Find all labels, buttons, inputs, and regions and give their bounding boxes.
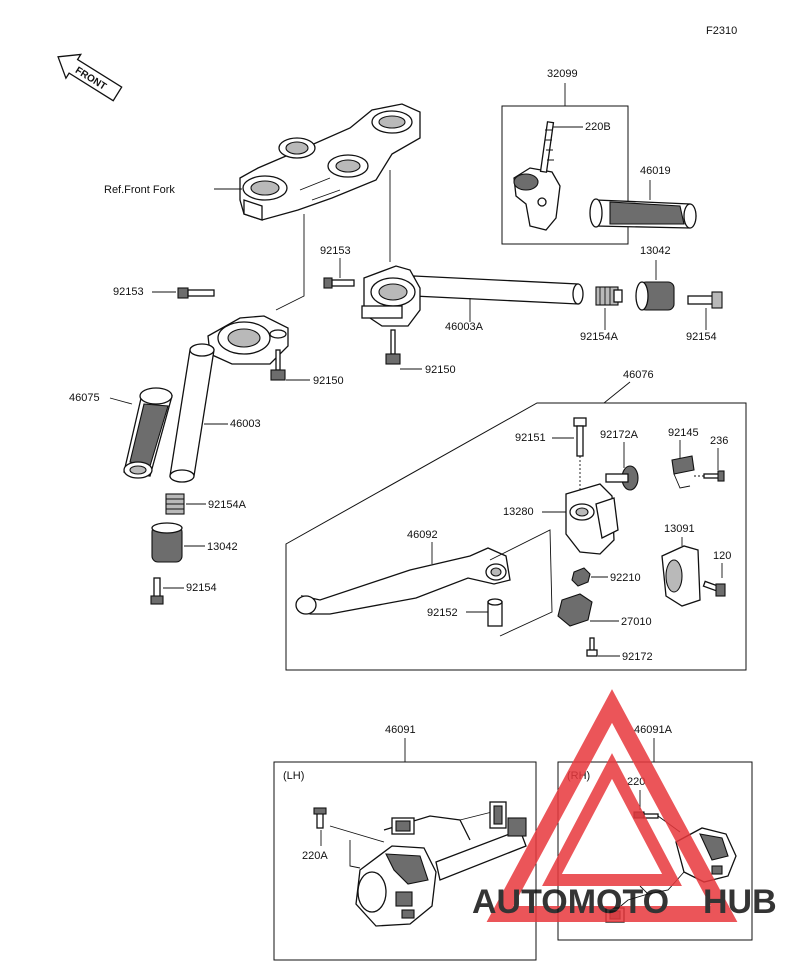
front-arrow-icon: FRONT	[57, 53, 123, 102]
adjuster-92172A	[605, 465, 639, 491]
part-label-92145: 92145	[668, 427, 699, 439]
grip-left-46075	[123, 387, 173, 479]
part-label-92154A-left: 92154A	[208, 499, 247, 511]
nut-92210	[571, 567, 591, 587]
part-label-92172A: 92172A	[600, 429, 639, 441]
screw-92172	[586, 637, 598, 657]
bolt-92154-left	[150, 577, 164, 605]
part-label-92153-right: 92153	[320, 245, 351, 257]
part-label-92154-right: 92154	[686, 331, 717, 343]
part-label-236: 236	[710, 435, 728, 447]
switch-27010	[557, 593, 593, 627]
watermark-text-hub: HUB	[703, 883, 777, 921]
upper-triple-clamp	[239, 103, 421, 221]
pin-92152	[487, 598, 503, 627]
clamp-32099	[513, 121, 561, 231]
box-rh-switch	[557, 761, 753, 941]
bolt-92150-left	[270, 349, 286, 381]
part-label-46091A: 46091A	[634, 724, 673, 736]
part-label-13091: 13091	[664, 523, 695, 535]
ref-front-fork-label: Ref.Front Fork	[104, 184, 175, 196]
bolt-92153-right	[323, 277, 355, 289]
part-label-46075: 46075	[69, 392, 100, 404]
watermark: AUTOMOTO HUB	[472, 689, 777, 922]
part-label-92150-left: 92150	[313, 375, 344, 387]
part-label-32099: 32099	[547, 68, 578, 80]
part-label-13042-right: 13042	[640, 245, 671, 257]
box-46076	[285, 402, 747, 671]
bolt-right-92154	[687, 291, 723, 309]
part-label-46091: 46091	[385, 724, 416, 736]
weight-right-13042	[635, 281, 675, 311]
part-label-92154-left: 92154	[186, 582, 217, 594]
box-32099	[501, 105, 629, 245]
part-label-92150-right: 92150	[425, 364, 456, 376]
part-label-27010: 27010	[621, 616, 652, 628]
clamp-left	[207, 315, 289, 365]
clutch-lever-46092	[295, 547, 511, 615]
bolt-92154A-left	[165, 493, 185, 515]
handlebar-right-46003A	[361, 265, 584, 327]
screw-220A	[313, 807, 327, 829]
part-label-46003: 46003	[230, 418, 261, 430]
spring-92145	[671, 455, 695, 489]
handlebar-left-46003	[169, 343, 215, 483]
part-label-46076: 46076	[623, 369, 654, 381]
part-label-120: 120	[713, 550, 731, 562]
screw-236	[703, 470, 725, 482]
part-label-92154A-right: 92154A	[580, 331, 619, 343]
watermark-triangle-inner	[542, 753, 682, 886]
part-label-92151: 92151	[515, 432, 546, 444]
bolt-right-92154A	[595, 286, 623, 306]
part-label-92153-left: 92153	[113, 286, 144, 298]
bolt-92153-left	[177, 287, 215, 299]
grip-right-46019	[589, 198, 697, 229]
bolt-92150-right	[385, 329, 401, 365]
watermark-text-automoto: AUTOMOTO	[472, 883, 669, 921]
clamp-13091	[661, 545, 701, 607]
part-label-13042-left: 13042	[207, 541, 238, 553]
lh-switch-housing-46091	[355, 801, 527, 927]
part-label-92210: 92210	[610, 572, 641, 584]
part-label-46092: 46092	[407, 529, 438, 541]
lever-holder-13280	[565, 483, 619, 555]
figure-code: F2310	[706, 25, 737, 37]
part-label-46019: 46019	[640, 165, 671, 177]
part-label-220B: 220B	[585, 121, 611, 133]
part-label-92172: 92172	[622, 651, 653, 663]
box-lh-label: (LH)	[283, 770, 304, 782]
bolt-120	[702, 580, 726, 597]
part-label-220A: 220A	[302, 850, 328, 862]
weight-left-13042	[151, 522, 183, 563]
part-label-13280: 13280	[503, 506, 534, 518]
part-label-46003A: 46003A	[445, 321, 484, 333]
pivot-bolt-92151	[573, 417, 587, 457]
watermark-triangle-outer	[486, 689, 738, 922]
part-label-92152: 92152	[427, 607, 458, 619]
part-label-220: 220	[627, 776, 645, 788]
